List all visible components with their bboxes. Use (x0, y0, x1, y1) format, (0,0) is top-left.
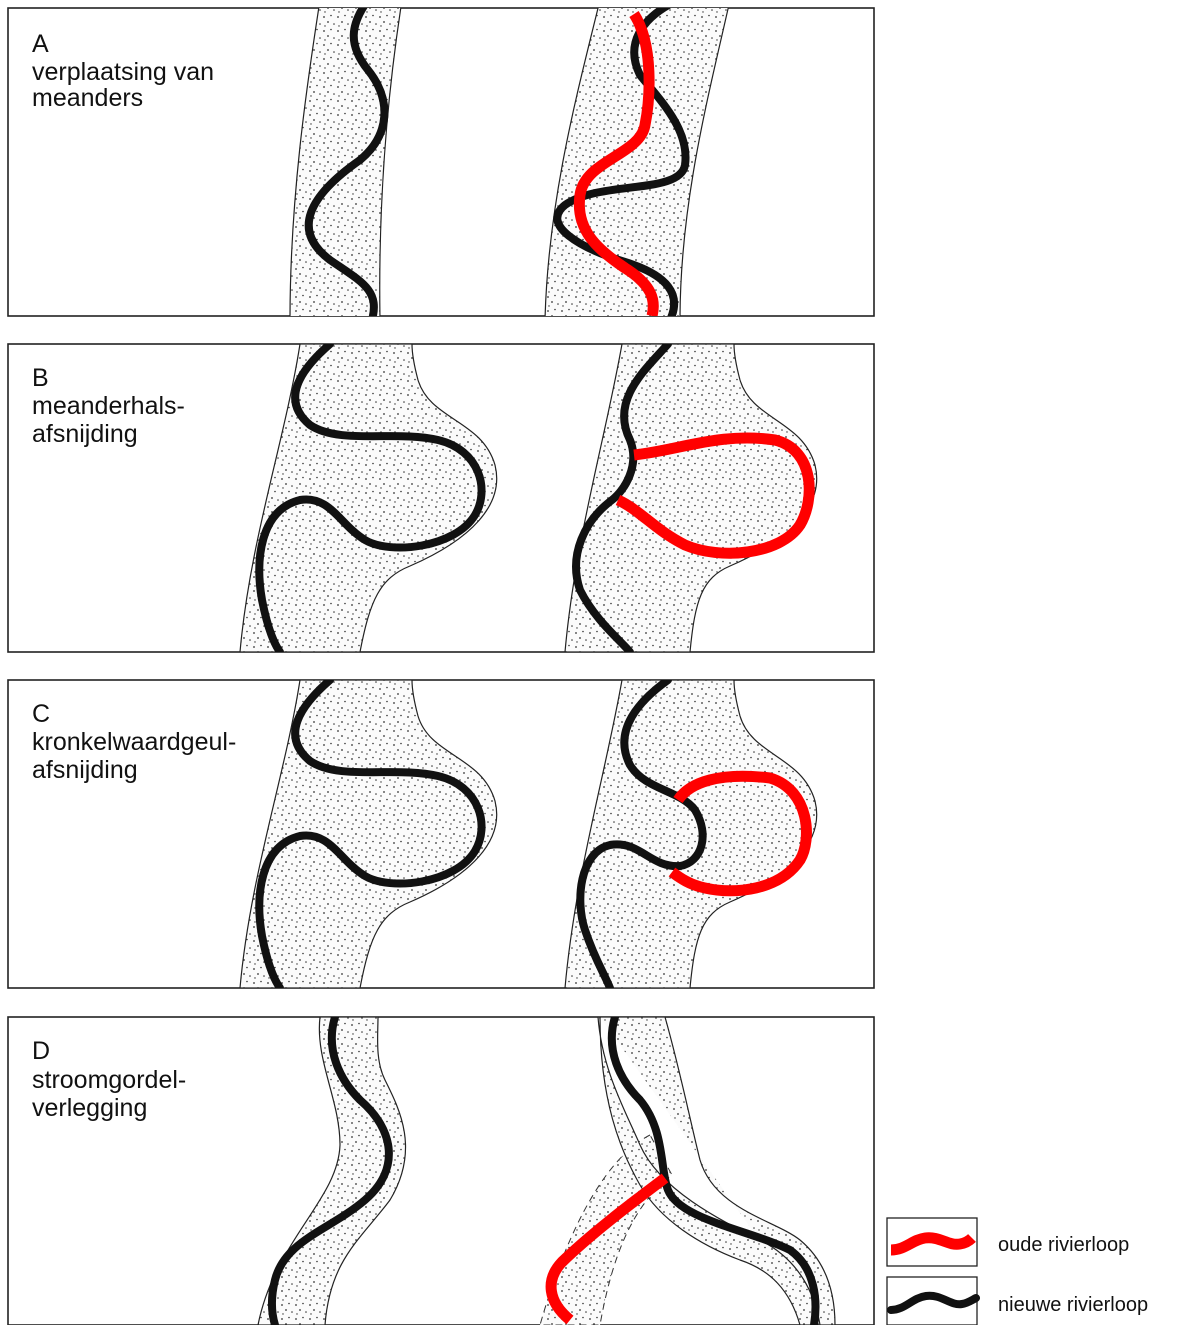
panel-a: A verplaatsing van meanders (8, 0, 874, 320)
legend: oude rivierloop nieuwe rivierloop (887, 1218, 1148, 1325)
panel-b-letter: B (32, 364, 49, 392)
legend-old-label: oude rivierloop (998, 1234, 1129, 1256)
panel-d-letter: D (32, 1037, 50, 1065)
panel-d: D stroomgordel- verlegging (8, 1017, 874, 1325)
panel-c-letter: C (32, 700, 50, 728)
panel-d-title-line-1: stroomgordel- (32, 1066, 186, 1094)
panel-b-title-line-2: afsnijding (32, 420, 138, 448)
panel-c-title-line-2: afsnijding (32, 756, 138, 784)
legend-new-label: nieuwe rivierloop (998, 1294, 1148, 1316)
panel-a-frame (8, 8, 874, 316)
panel-c-title-line-1: kronkelwaardgeul- (32, 728, 236, 756)
panel-d-title-line-2: verlegging (32, 1094, 147, 1122)
panel-b-title-line-1: meanderhals- (32, 392, 185, 420)
panel-c: C kronkelwaardgeul- afsnijding (8, 680, 874, 988)
panel-b: B meanderhals- afsnijding (8, 344, 874, 652)
panel-d-frame (8, 1017, 874, 1325)
panel-a-title-line-2: meanders (32, 84, 143, 112)
panel-a-letter: A (32, 30, 49, 58)
panel-a-title-line-1: verplaatsing van (32, 58, 214, 86)
